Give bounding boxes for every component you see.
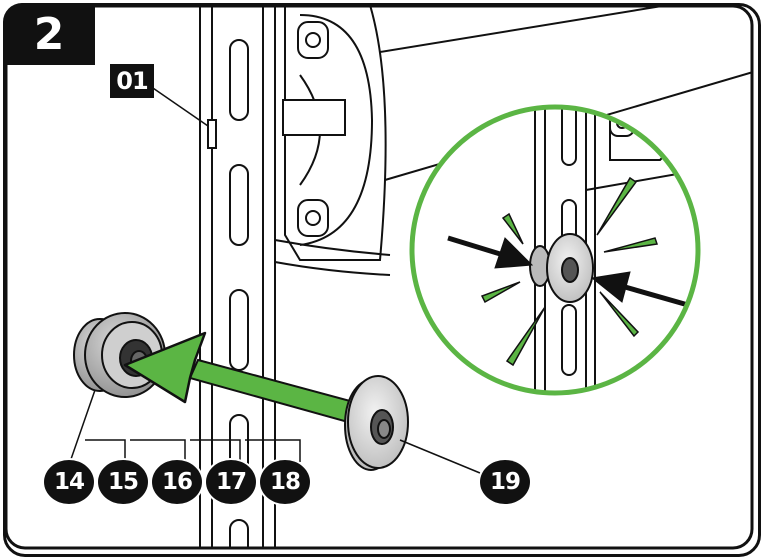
step-number: 2 xyxy=(33,8,65,60)
rail-slot xyxy=(229,39,249,121)
callout-17: 17 xyxy=(206,460,256,504)
pointer-arrow-icon xyxy=(447,235,689,308)
callout-leader-lines xyxy=(69,389,301,463)
rail-slot xyxy=(229,289,249,371)
leader-line-19 xyxy=(399,439,481,474)
step-number-badge: 2 xyxy=(3,3,95,65)
callout-16: 16 xyxy=(152,460,202,504)
callout-15: 15 xyxy=(98,460,148,504)
burst-rays-icon xyxy=(480,176,658,367)
bracket-bolt-top xyxy=(297,21,329,59)
zoom-circle-border xyxy=(409,104,701,396)
callout-19: 19 xyxy=(480,460,530,504)
insert-arrow-icon xyxy=(123,331,367,426)
zoom-detail xyxy=(409,104,701,396)
rail-slot xyxy=(229,164,249,246)
bracket-bolt-bottom xyxy=(297,199,329,237)
part-label-01: 01 xyxy=(110,64,154,98)
washer-19 xyxy=(344,375,409,471)
callout-14: 14 xyxy=(44,460,94,504)
leader-line-01 xyxy=(149,85,209,127)
callout-18: 18 xyxy=(260,460,310,504)
